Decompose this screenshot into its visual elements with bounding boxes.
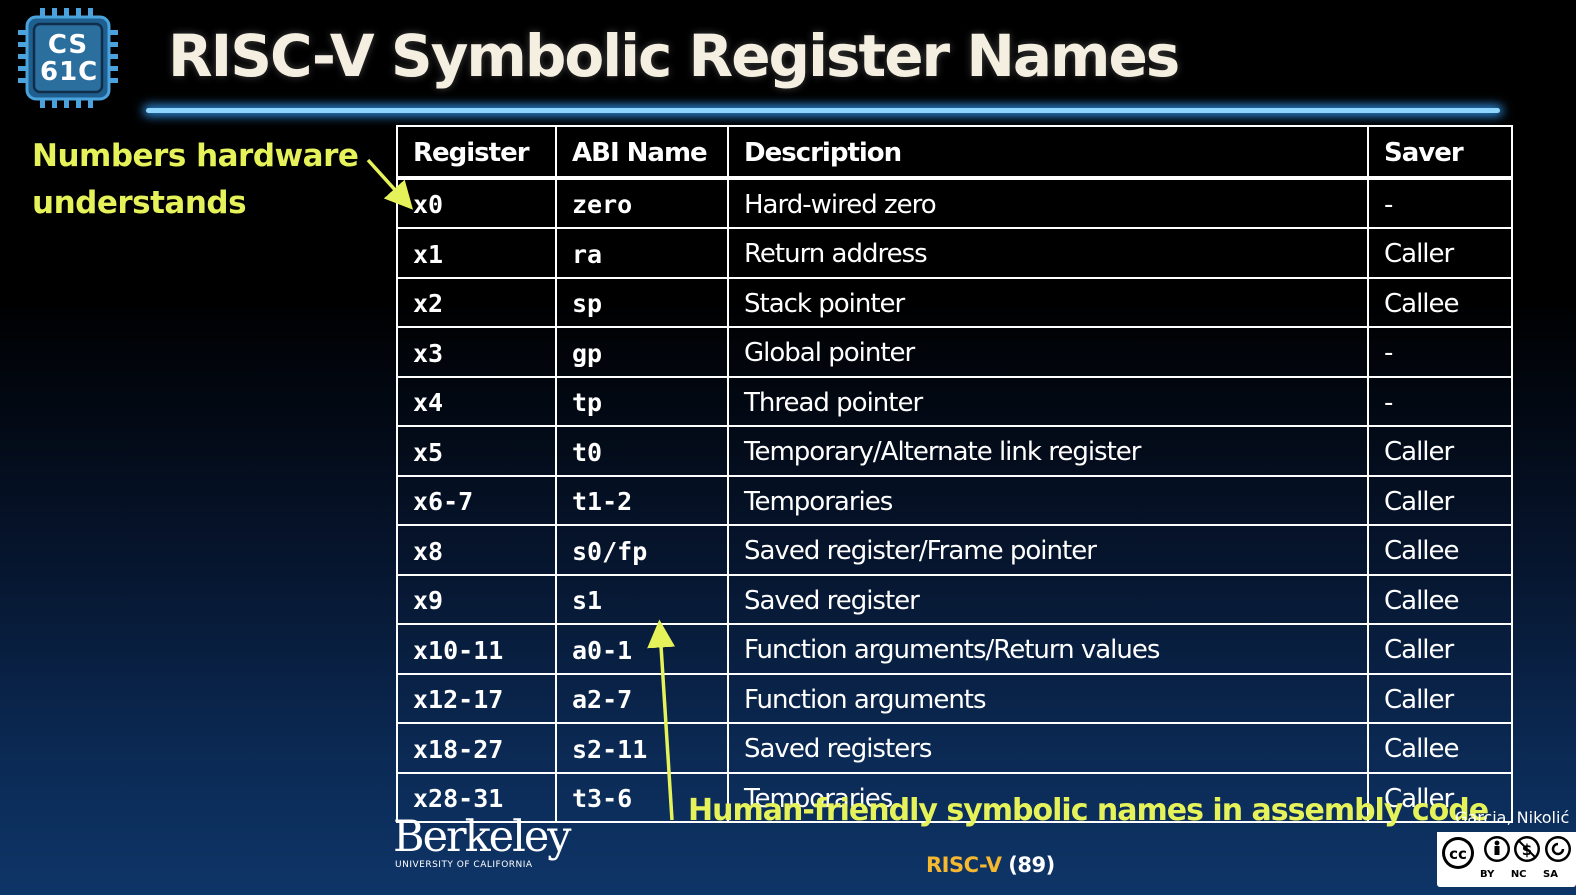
cell-saver: Callee	[1367, 524, 1513, 576]
cell-saver: Callee	[1367, 276, 1513, 328]
cell-description: Temporaries	[727, 474, 1369, 526]
cell-abi-name: t1-2	[555, 474, 729, 526]
cell-description: Saved register/Frame pointer	[727, 524, 1369, 576]
cell-register: x18-27	[396, 722, 557, 774]
cell-saver: Caller	[1367, 672, 1513, 724]
cell-register: x10-11	[396, 623, 557, 675]
cell-saver: Callee	[1367, 573, 1513, 625]
cell-description: Global pointer	[727, 326, 1369, 378]
license-tag-by: BY	[1480, 869, 1495, 880]
cell-register: x5	[396, 425, 557, 477]
cell-saver: Caller	[1367, 771, 1513, 823]
footer-topic: RISC-V	[926, 853, 1002, 877]
note-symbolic-names: Human-friendly symbolic names in assembl…	[688, 793, 1489, 828]
cell-description: Function arguments	[727, 672, 1369, 724]
license-tag-nc: NC	[1510, 869, 1527, 880]
note-left-line-2: understands	[32, 185, 247, 221]
cc-by-nc-sa-icon: cc $	[1437, 832, 1576, 870]
header-saver: Saver	[1367, 125, 1513, 180]
header-register: Register	[396, 125, 557, 180]
cell-abi-name: s2-11	[555, 722, 729, 774]
page-number: (89)	[1008, 853, 1055, 877]
cell-register: x2	[396, 276, 557, 328]
note-left-line-1: Numbers hardware	[32, 138, 359, 174]
title-underline	[146, 108, 1500, 113]
cell-register: x3	[396, 326, 557, 378]
logo-line-2: 61C	[40, 57, 99, 87]
cell-saver: Caller	[1367, 623, 1513, 675]
cell-abi-name: s0/fp	[555, 524, 729, 576]
cell-saver: -	[1367, 326, 1513, 378]
cell-abi-name: t3-6	[555, 771, 729, 823]
cell-abi-name: a0-1	[555, 623, 729, 675]
table-header-row: Register ABI Name Description Saver	[396, 125, 1513, 180]
berkeley-logo: Berkeley UNIVERSITY OF CALIFORNIA	[393, 812, 572, 871]
cell-register: x12-17	[396, 672, 557, 724]
note-hardware-numbers: Numbers hardware understands	[32, 133, 359, 227]
cell-register: x4	[396, 375, 557, 427]
cc-license-badge: cc $	[1437, 832, 1576, 887]
cell-saver: Caller	[1367, 227, 1513, 279]
cell-register: x0	[396, 176, 557, 229]
cell-description: Hard-wired zero	[727, 176, 1369, 229]
chip-icon	[18, 8, 118, 108]
cell-abi-name: t0	[555, 425, 729, 477]
cell-saver: -	[1367, 176, 1513, 229]
cell-saver: Callee	[1367, 722, 1513, 774]
cell-abi-name: s1	[555, 573, 729, 625]
svg-text:cc: cc	[1449, 845, 1467, 863]
cell-description: Return address	[727, 227, 1369, 279]
cell-abi-name: sp	[555, 276, 729, 328]
cell-abi-name: ra	[555, 227, 729, 279]
cell-register: x9	[396, 573, 557, 625]
logo-line-1: CS	[47, 30, 89, 60]
slide-title: RISC-V Symbolic Register Names	[168, 22, 1180, 90]
cell-description: Thread pointer	[727, 375, 1369, 427]
authors: Garcia, Nikolić	[1455, 808, 1570, 827]
cell-description: Temporaries	[727, 771, 1369, 823]
cell-register: x1	[396, 227, 557, 279]
cell-register: x6-7	[396, 474, 557, 526]
berkeley-subtitle: UNIVERSITY OF CALIFORNIA	[395, 860, 533, 870]
slide-footer: RISC-V (89)	[926, 853, 1055, 877]
cell-description: Function arguments/Return values	[727, 623, 1369, 675]
cell-abi-name: a2-7	[555, 672, 729, 724]
cell-saver: Caller	[1367, 474, 1513, 526]
cell-description: Saved registers	[727, 722, 1369, 774]
cs61c-logo: CS 61C	[18, 8, 118, 108]
cell-description: Temporary/Alternate link register	[727, 425, 1369, 477]
cell-saver: -	[1367, 375, 1513, 427]
berkeley-wordmark: Berkeley	[393, 812, 572, 862]
license-tags: BY NC SA	[1480, 869, 1576, 880]
cell-abi-name: gp	[555, 326, 729, 378]
header-abi-name: ABI Name	[555, 125, 729, 180]
cell-saver: Caller	[1367, 425, 1513, 477]
cell-register: x8	[396, 524, 557, 576]
cell-description: Stack pointer	[727, 276, 1369, 328]
logo-text: CS 61C	[40, 30, 99, 87]
cell-description: Saved register	[727, 573, 1369, 625]
license-tag-sa: SA	[1543, 869, 1558, 880]
cell-abi-name: tp	[555, 375, 729, 427]
header-description: Description	[727, 125, 1369, 180]
cell-abi-name: zero	[555, 176, 729, 229]
cell-register: x28-31	[396, 771, 557, 823]
